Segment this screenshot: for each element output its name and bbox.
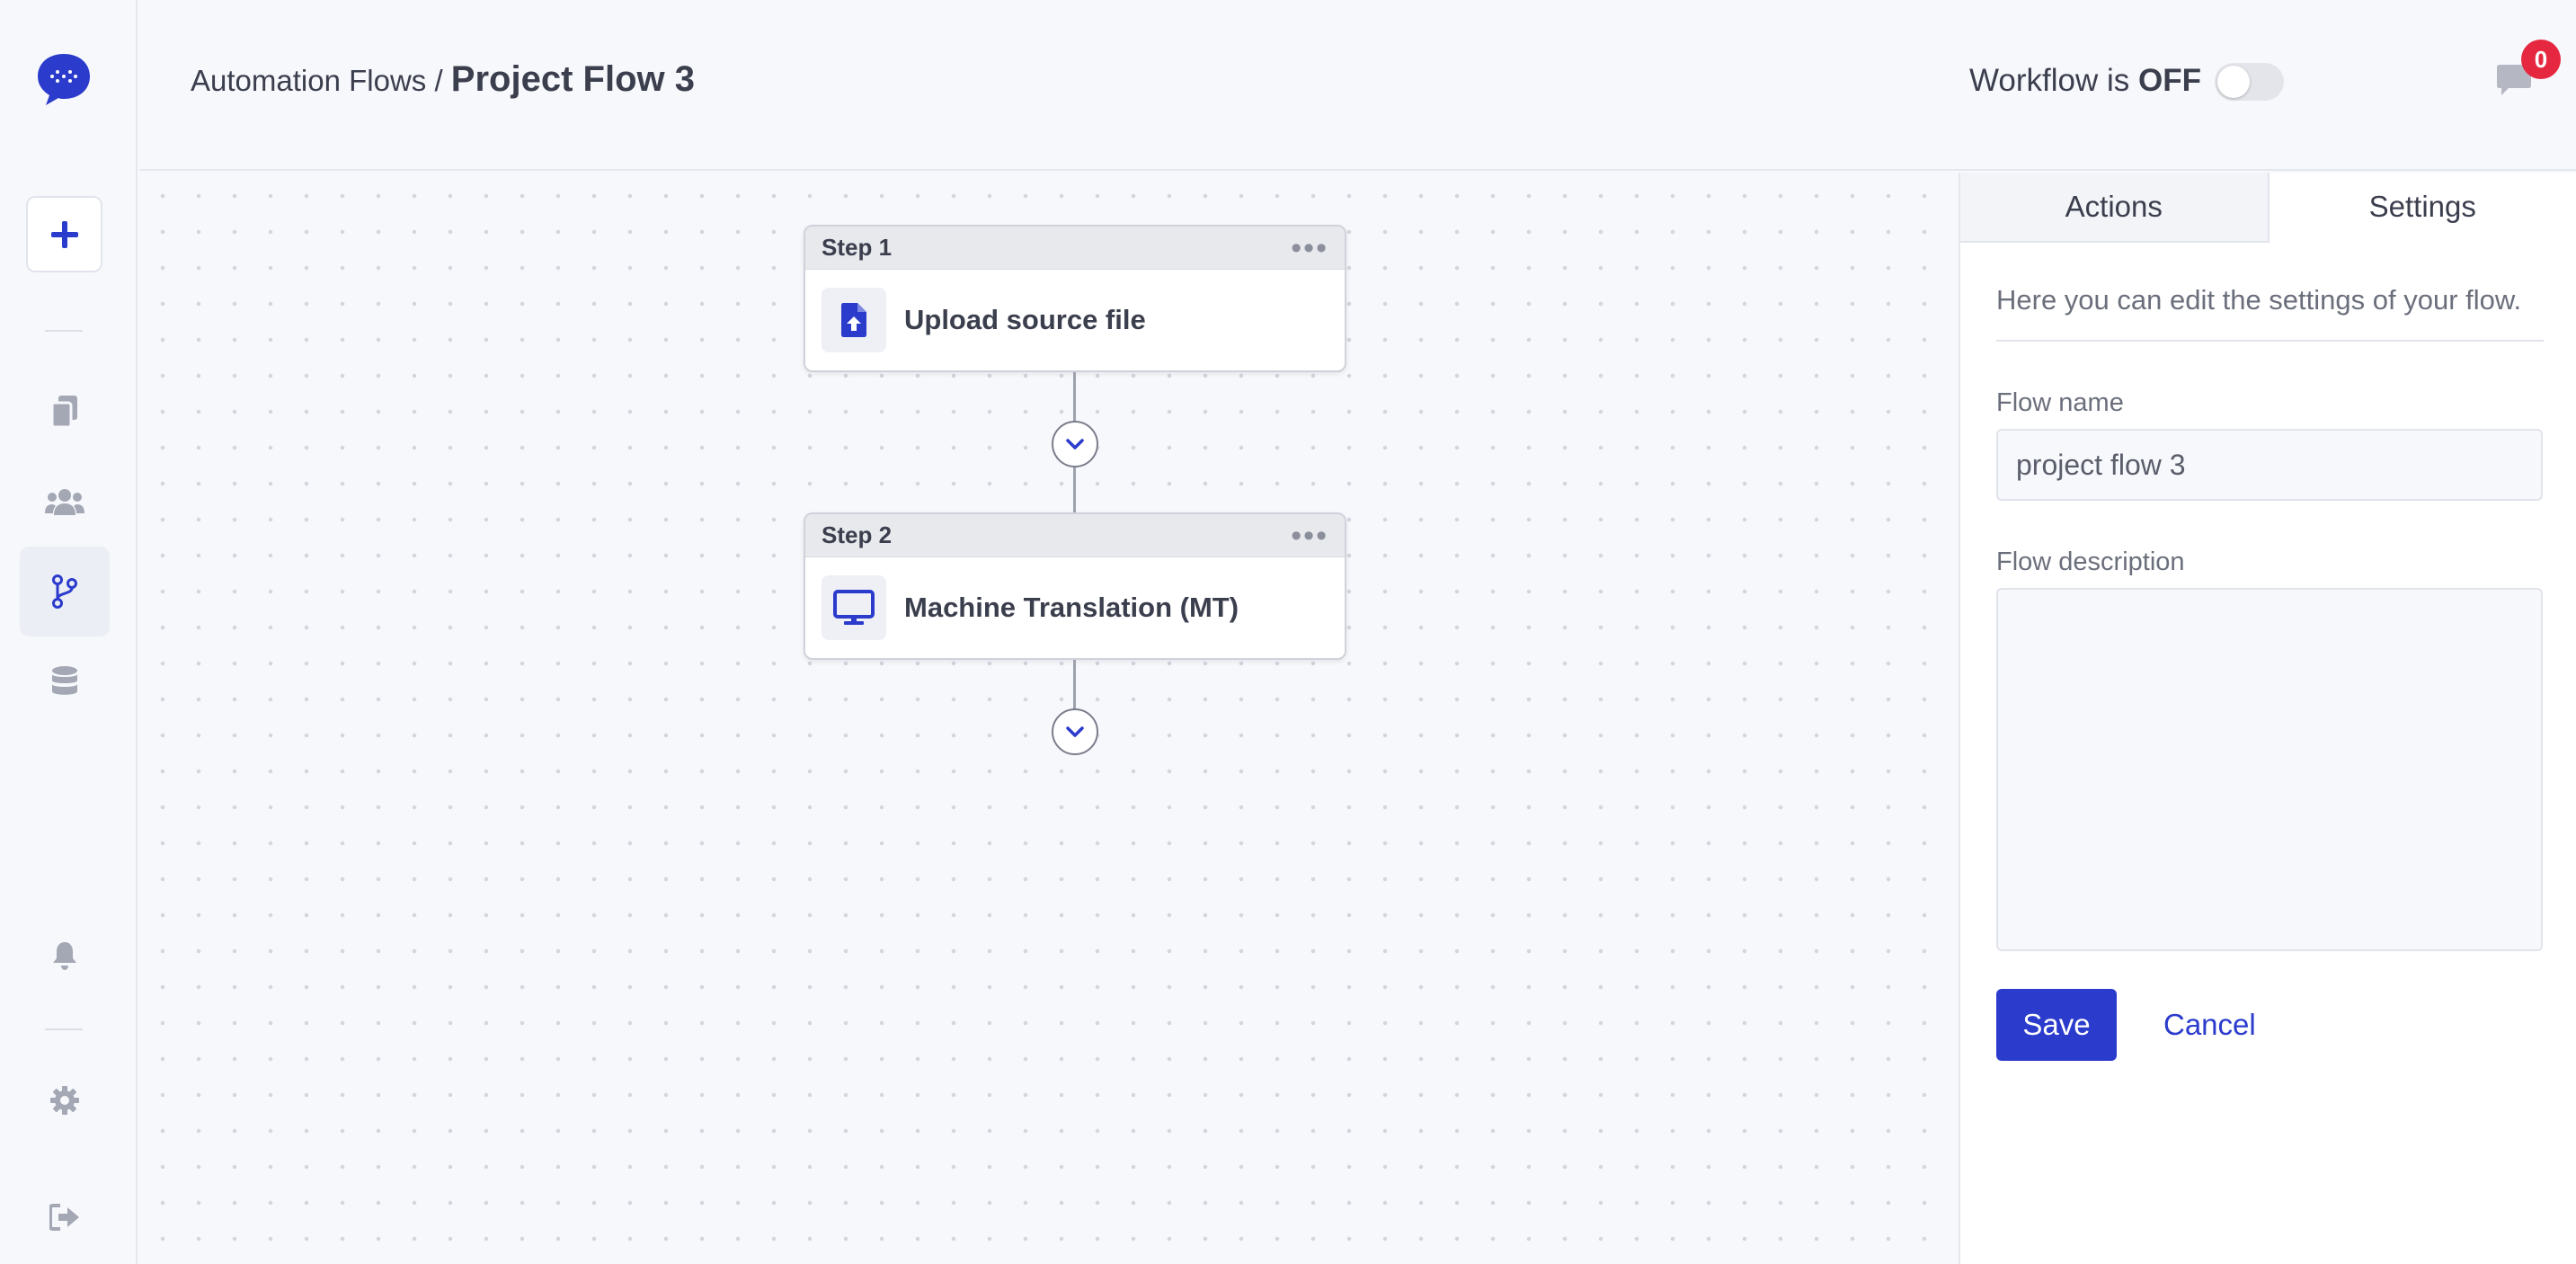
flow-description-label: Flow description [1996,547,2185,576]
form-actions: Save Cancel [1996,989,2544,1061]
sidebar-item-database[interactable] [20,636,110,726]
step-body: Machine Translation (MT) [805,557,1345,658]
flow-canvas[interactable]: Step 1 ••• Upload source file Step 2 ••• [139,173,1959,1264]
workflow-status-text: Workflow is OFF [1969,63,2201,99]
sidebar-item-notifications[interactable] [20,911,110,1001]
sidebar-item-documents[interactable] [20,367,110,457]
upload-file-icon [822,288,886,352]
notification-count-badge: 0 [2521,40,2561,79]
logout-icon [49,1204,79,1231]
settings-description: Here you can edit the settings of your f… [1996,284,2544,342]
settings-panel: Actions Settings Here you can edit the s… [1959,173,2576,1264]
users-icon [45,489,84,515]
expand-step-button[interactable] [1052,421,1098,467]
sidebar-item-automation-flows[interactable] [20,547,110,636]
chevron-down-icon [1066,439,1084,450]
page-title: Project Flow 3 [450,59,695,99]
step-name: Machine Translation (MT) [904,592,1239,623]
chevron-down-icon [1066,726,1084,737]
cancel-button[interactable]: Cancel [2163,1008,2256,1041]
step-connector [1073,372,1076,426]
flow-branch-icon [52,574,77,609]
settings-form: Here you can edit the settings of your f… [1960,284,2576,1061]
gear-icon [50,1086,79,1115]
step-menu-button[interactable]: ••• [1291,518,1328,553]
step-menu-button[interactable]: ••• [1291,230,1328,265]
workflow-status-prefix: Workflow is [1969,63,2130,98]
expand-step-button[interactable] [1052,708,1098,755]
step-header: Step 2 ••• [805,514,1345,557]
step-connector [1073,467,1076,514]
sidebar-item-settings[interactable] [20,1055,110,1145]
breadcrumb-parent-link[interactable]: Automation Flows [191,64,427,97]
step-label: Step 1 [822,234,893,261]
messages-icon[interactable] [2494,59,2534,99]
documents-icon [50,396,77,429]
step-label: Step 2 [822,521,893,548]
step-header: Step 1 ••• [805,227,1345,270]
workflow-status-value: OFF [2138,63,2201,98]
flow-step-node[interactable]: Step 1 ••• Upload source file [804,225,1346,372]
flow-description-textarea[interactable] [1996,588,2543,951]
sidebar-divider [45,1028,83,1030]
toggle-knob [2217,66,2250,98]
panel-tabs: Actions Settings [1960,173,2576,243]
monitor-icon [822,575,886,640]
step-connector [1073,660,1076,710]
add-button[interactable] [26,196,102,272]
step-body: Upload source file [805,270,1345,370]
tab-actions[interactable]: Actions [1960,173,2270,243]
bell-icon [53,942,76,970]
breadcrumb: Automation Flows / Project Flow 3 [191,59,695,100]
step-name: Upload source file [904,304,1146,335]
top-header: Automation Flows / Project Flow 3 Workfl… [139,0,2576,171]
sidebar-item-users[interactable] [20,457,110,547]
sidebar [0,0,138,1264]
workflow-toggle[interactable] [2215,63,2284,101]
sidebar-divider [45,330,83,332]
app-logo-icon[interactable] [34,50,93,108]
flow-name-input[interactable]: project flow 3 [1996,429,2543,501]
breadcrumb-separator: / [434,64,443,97]
database-icon [52,666,77,695]
sidebar-item-logout[interactable] [20,1172,110,1262]
flow-step-node[interactable]: Step 2 ••• Machine Translation (MT) [804,512,1346,660]
add-icon [50,220,78,248]
tab-settings[interactable]: Settings [2269,173,2576,243]
flow-name-label: Flow name [1996,388,2124,417]
save-button[interactable]: Save [1996,989,2117,1061]
